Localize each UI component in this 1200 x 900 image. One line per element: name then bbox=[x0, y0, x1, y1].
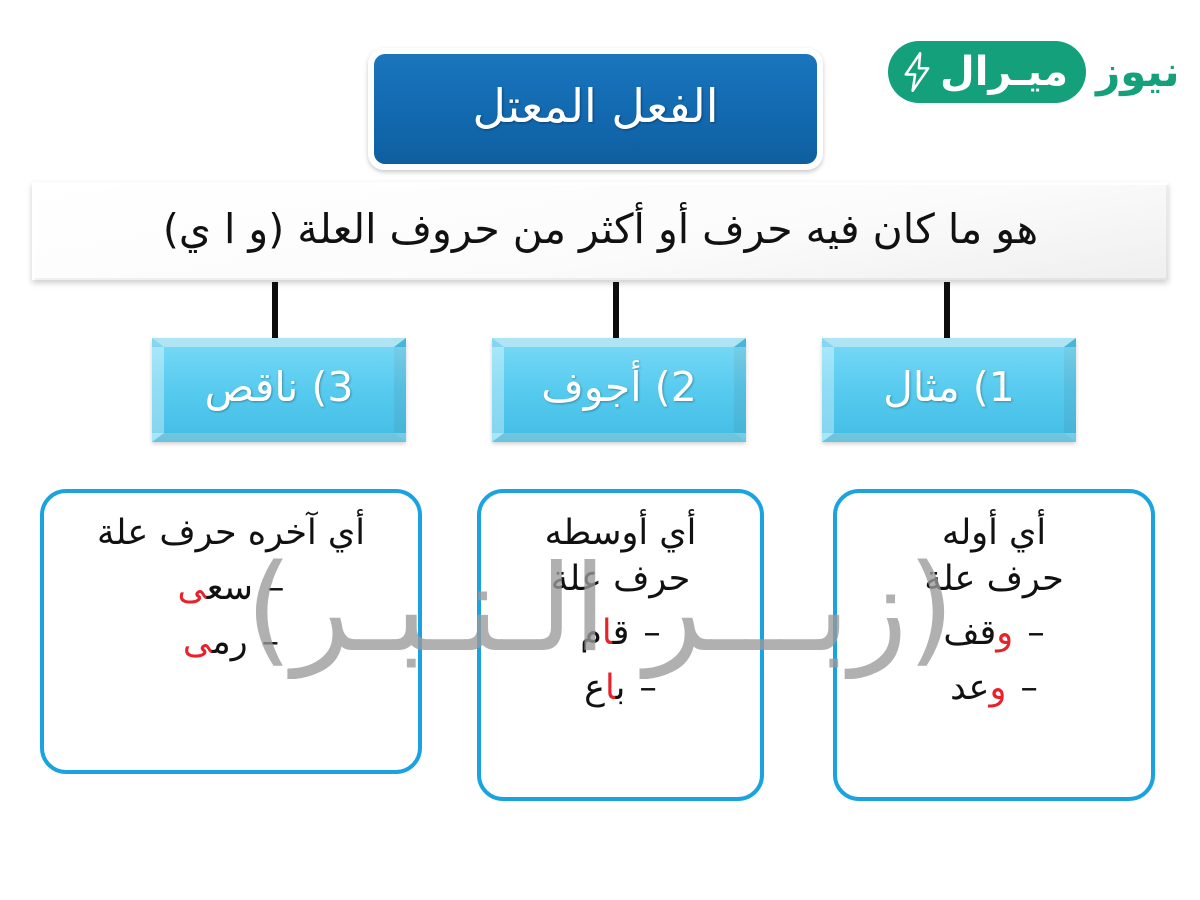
example-row: – رمى bbox=[183, 617, 279, 668]
brand-logo: نيوز ميـرال bbox=[888, 38, 1181, 106]
example-word: وقف bbox=[943, 613, 1014, 653]
detail-description-3: أي آخره حرف علة bbox=[97, 513, 365, 553]
brand-name-label: ميـرال bbox=[940, 49, 1069, 95]
category-box-mithal[interactable]: 1) مثال bbox=[822, 338, 1076, 442]
detail-examples-3: – سعى – رمى bbox=[58, 563, 404, 669]
example-highlight: ى bbox=[177, 567, 207, 608]
category-box-naqis[interactable]: 3) ناقص bbox=[152, 338, 406, 442]
detail-examples-1: – وقف – وعد bbox=[851, 608, 1137, 714]
title-card: الفعل المعتل bbox=[368, 48, 823, 170]
category-box-inner-3: 3) ناقص bbox=[164, 347, 394, 433]
connector-line-2 bbox=[613, 282, 619, 338]
example-dash: – bbox=[643, 613, 661, 653]
example-dash: – bbox=[266, 567, 285, 608]
brand-word-news: نيوز bbox=[1096, 47, 1180, 96]
example-word: وعد bbox=[950, 667, 1007, 708]
category-label-2: 2) أجوف bbox=[541, 363, 697, 411]
definition-bar: هو ما كان فيه حرف أو أكثر من حروف العلة … bbox=[32, 182, 1168, 280]
category-label-3: 3) ناقص bbox=[204, 363, 354, 411]
example-dash: – bbox=[261, 622, 280, 663]
example-dash: – bbox=[1020, 667, 1038, 708]
example-highlight: ا bbox=[601, 613, 613, 653]
example-word: قام bbox=[580, 613, 630, 653]
brand-pill: ميـرال bbox=[888, 41, 1087, 103]
detail-description-1: أي أوله حرف علة bbox=[924, 513, 1064, 599]
example-row: – سعى bbox=[178, 563, 285, 614]
example-word: سعى bbox=[177, 567, 253, 608]
example-highlight: ا bbox=[604, 667, 616, 708]
example-row: – قام bbox=[580, 608, 661, 659]
detail-examples-2: – قام – باع bbox=[495, 608, 746, 714]
example-row: – وعد bbox=[950, 663, 1038, 714]
detail-box-mithal: أي أوله حرف علة – وقف – وعد bbox=[833, 489, 1155, 801]
example-word: رمى bbox=[182, 622, 248, 663]
detail-description-2: أي أوسطه حرف علة bbox=[544, 513, 697, 599]
example-highlight: ى bbox=[182, 622, 213, 663]
category-label-1: 1) مثال bbox=[883, 363, 1015, 411]
title-box: الفعل المعتل bbox=[374, 54, 817, 164]
connector-line-1 bbox=[944, 282, 950, 338]
connector-line-3 bbox=[272, 282, 278, 338]
lightning-bolt-icon bbox=[904, 52, 930, 92]
page-title: الفعل المعتل bbox=[472, 78, 719, 133]
detail-box-naqis: أي آخره حرف علة – سعى – رمى bbox=[40, 489, 422, 774]
example-highlight: و bbox=[989, 667, 1007, 708]
category-box-inner-2: 2) أجوف bbox=[504, 347, 734, 433]
category-box-ajwaf[interactable]: 2) أجوف bbox=[492, 338, 746, 442]
detail-box-ajwaf: أي أوسطه حرف علة – قام – باع bbox=[477, 489, 764, 801]
example-word: باع bbox=[584, 667, 626, 708]
example-dash: – bbox=[1027, 613, 1045, 653]
example-dash: – bbox=[639, 667, 657, 708]
example-highlight: و bbox=[996, 613, 1014, 653]
category-box-inner-1: 1) مثال bbox=[834, 347, 1064, 433]
example-row: – باع bbox=[584, 663, 657, 714]
definition-text: هو ما كان فيه حرف أو أكثر من حروف العلة … bbox=[162, 204, 1039, 253]
example-row: – وقف bbox=[943, 608, 1044, 659]
